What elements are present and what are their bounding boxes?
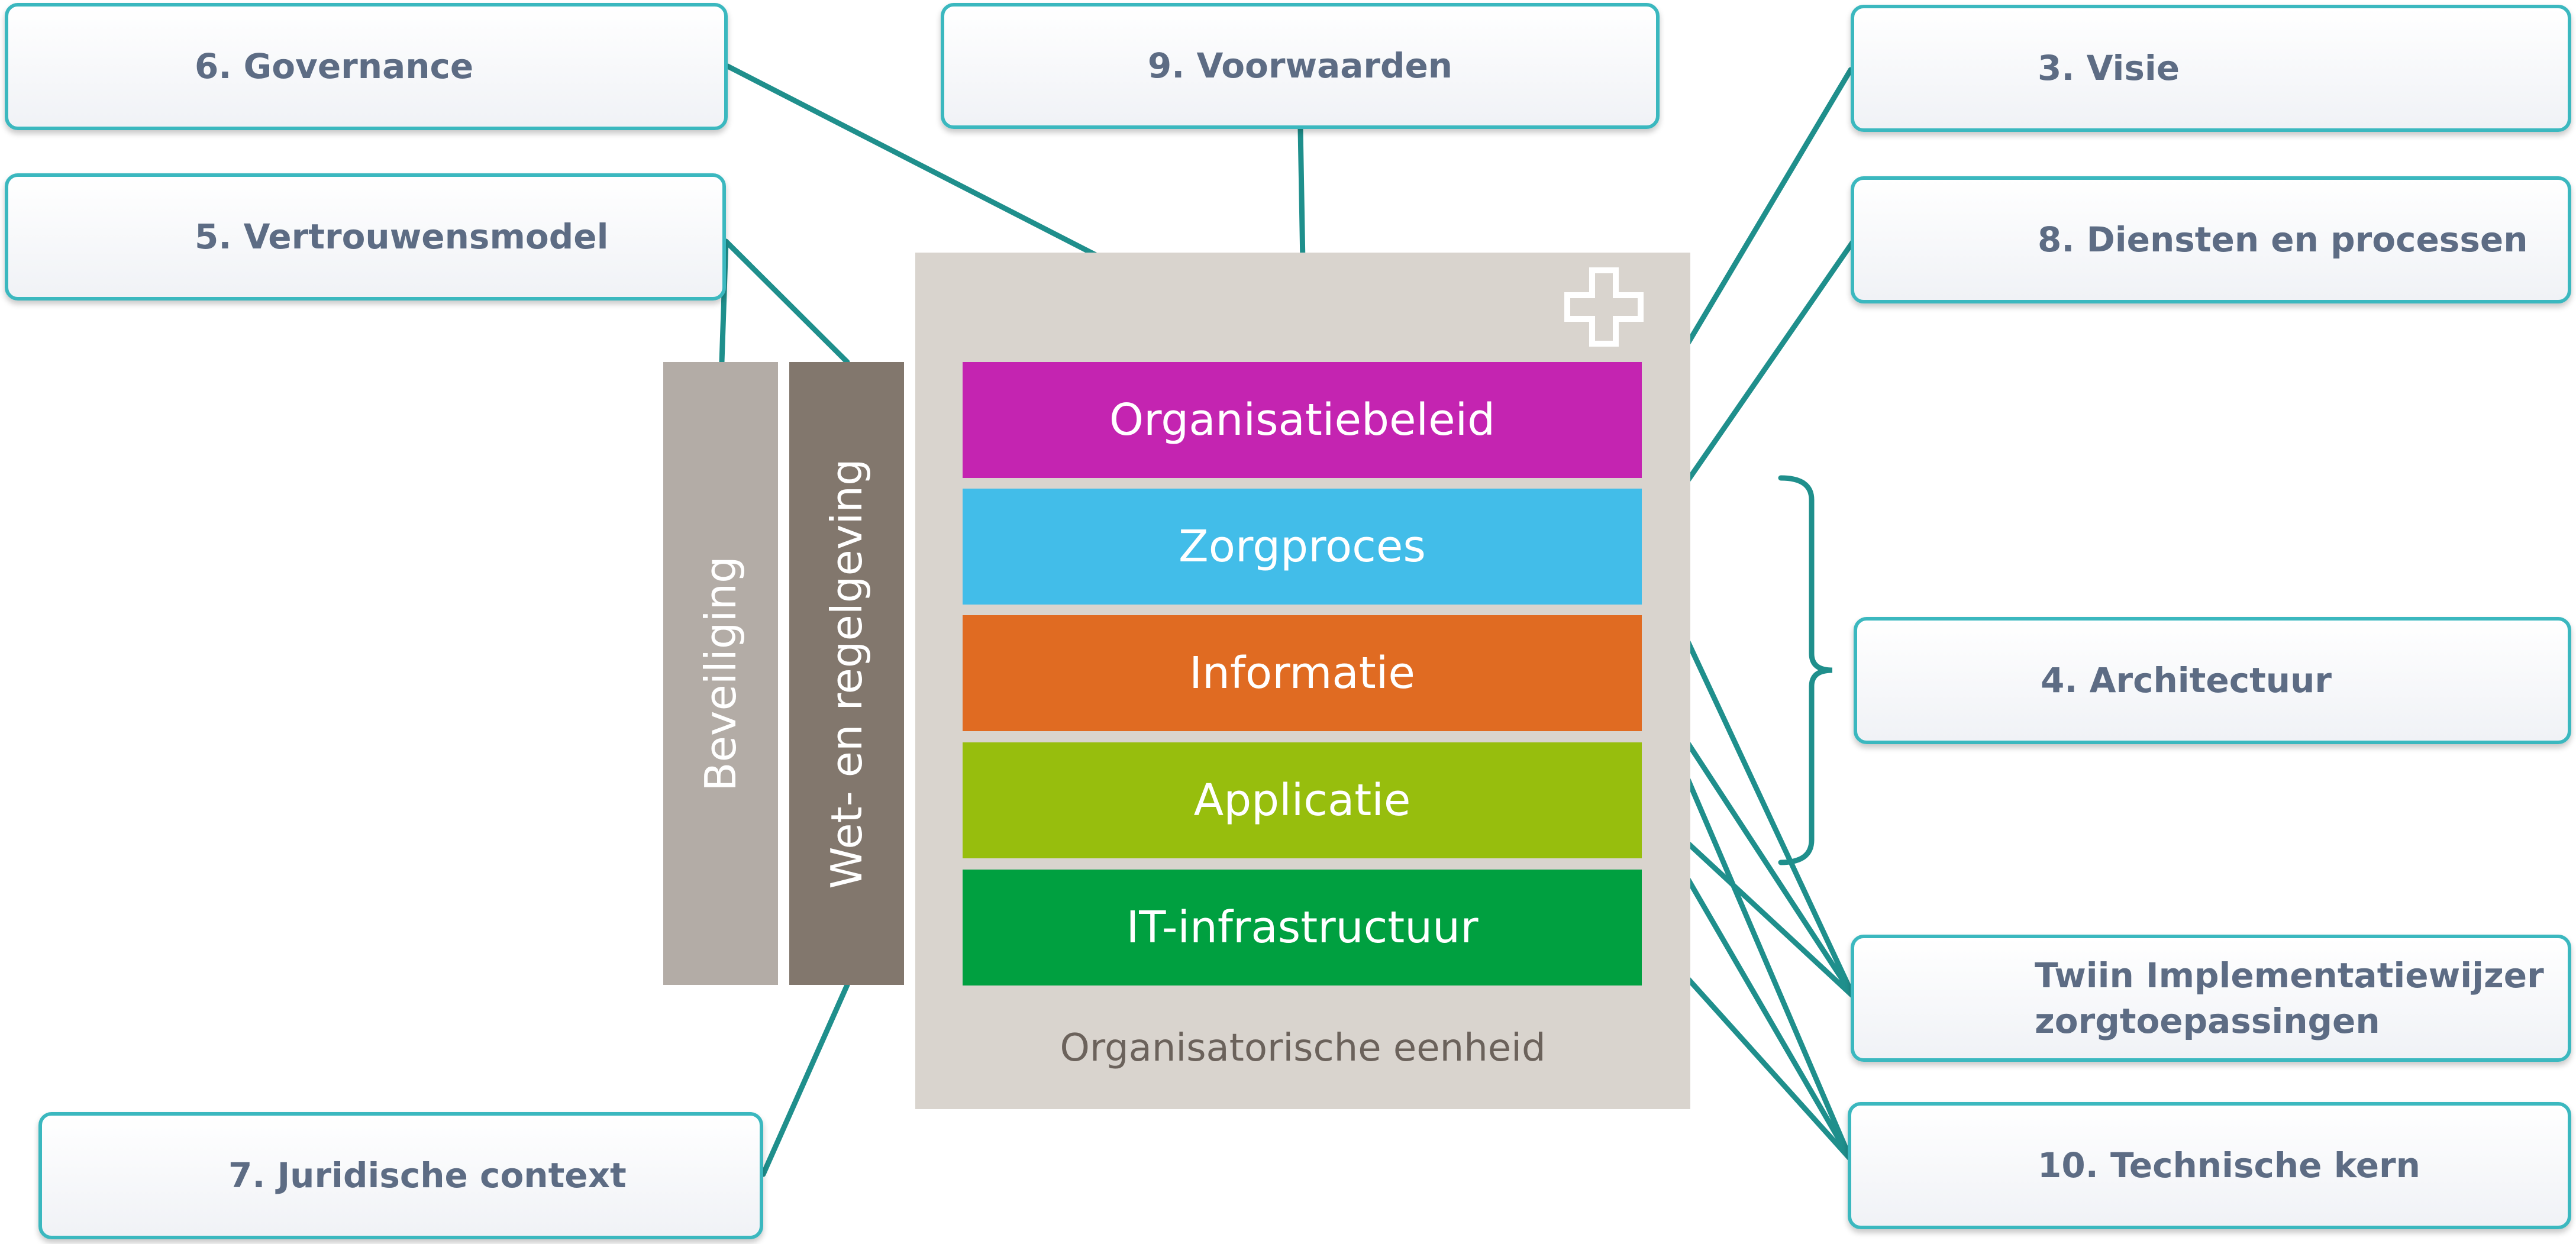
pillar-beveiliging-label: Beveiliging <box>696 555 745 791</box>
callout-twiin-line1: Twiin Implementatiewijzer <box>2035 955 2544 996</box>
callout-voorwaarden: 9. Voorwaarden <box>941 3 1660 129</box>
pillar-beveiliging: Beveiliging <box>663 362 778 985</box>
architectuur-bracket <box>1778 475 1833 865</box>
cross-icon <box>1564 267 1644 347</box>
callout-visie: 3. Visie <box>1851 5 2571 132</box>
callout-vertrouwensmodel: 5. Vertrouwensmodel <box>5 173 726 301</box>
layer-zorgproces: Zorgproces <box>963 489 1642 605</box>
callout-twiin-implementatiewijzer: Twiin Implementatiewijzer zorgtoepassing… <box>1851 935 2571 1062</box>
callout-architectuur: 4. Architectuur <box>1854 617 2571 744</box>
callout-governance: 6. Governance <box>5 3 728 130</box>
layer-it-infrastructuur: IT-infrastructuur <box>963 870 1642 985</box>
connector-vertrouwensmodel-b <box>723 238 850 365</box>
callout-architectuur-label: 4. Architectuur <box>2041 660 2332 701</box>
organisational-unit-label: Organisatorische eenheid <box>1060 1026 1546 1070</box>
layer-applicatie: Applicatie <box>963 742 1642 858</box>
callout-visie-label: 3. Visie <box>2038 48 2180 89</box>
callout-voorwaarden-label: 9. Voorwaarden <box>1147 46 1453 86</box>
layer-organisatiebeleid: Organisatiebeleid <box>963 362 1642 478</box>
callout-vertrouwensmodel-label: 5. Vertrouwensmodel <box>195 217 609 257</box>
callout-technische-label: 10. Technische kern <box>2038 1145 2420 1186</box>
callout-diensten-en-processen: 8. Diensten en processen <box>1851 176 2571 303</box>
layer-informatie: Informatie <box>963 615 1642 731</box>
callout-juridische-context: 7. Juridische context <box>38 1112 763 1239</box>
callout-governance-label: 6. Governance <box>195 46 474 87</box>
callout-juridische-label: 7. Juridische context <box>228 1155 627 1196</box>
callout-technische-kern: 10. Technische kern <box>1848 1102 2571 1229</box>
pillar-wet-en-regelgeving: Wet- en regelgeving <box>789 362 904 985</box>
callout-twiin-label: Twiin Implementatiewijzer zorgtoepassing… <box>2035 953 2544 1043</box>
connector-juridische <box>760 982 850 1177</box>
pillar-wet-label: Wet- en regelgeving <box>822 458 871 889</box>
callout-diensten-label: 8. Diensten en processen <box>2038 219 2528 260</box>
callout-twiin-line2: zorgtoepassingen <box>2035 1000 2380 1041</box>
